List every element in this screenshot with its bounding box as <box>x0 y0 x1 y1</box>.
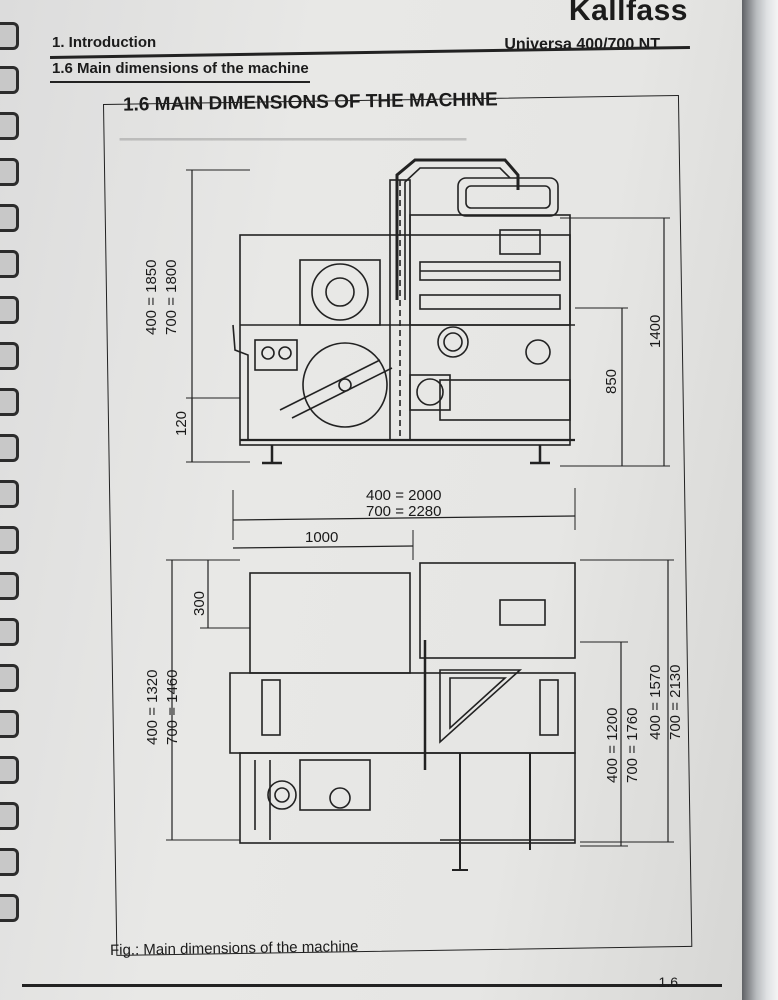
binding-ring <box>0 664 19 692</box>
chapter-heading: 1. Introduction <box>52 34 157 51</box>
dim-length-700: 700 = 2280 <box>366 503 442 520</box>
binding-ring <box>0 296 19 324</box>
footer-rule <box>22 984 722 987</box>
machine-drawing: 400 = 1850 700 = 1800 120 1400 850 400 =… <box>143 158 684 871</box>
binding-ring <box>0 526 19 554</box>
dim-table-height: 850 <box>603 369 620 394</box>
dim-length-part: 1000 <box>305 529 338 546</box>
binding-ring <box>0 894 19 922</box>
dim-length-400: 400 = 2000 <box>366 487 442 504</box>
binding-ring <box>0 710 19 738</box>
binding-ring <box>0 572 19 600</box>
binding-ring <box>0 112 19 140</box>
dim-height-left-400: 400 = 1850 <box>143 260 160 336</box>
dim-depth-left-700: 700 = 1460 <box>164 670 181 746</box>
binding-ring <box>0 480 19 508</box>
dim-depth-offset: 300 <box>191 591 208 616</box>
brand-logo: Kallfass <box>568 0 688 27</box>
page-stack-edge <box>742 0 778 1000</box>
binding-ring <box>0 756 19 784</box>
page-number: 1.6 <box>658 974 678 990</box>
binding-ring <box>0 848 19 876</box>
binding-ring <box>0 388 19 416</box>
dim-depth-right-400: 400 = 1570 <box>647 665 664 741</box>
section-rule <box>50 81 310 83</box>
manual-page: ▔▔▔▔▔▔▔▔▔▔▔▔▔▔▔▔▔▔▔▔▔▔▔▔▔▔▔▔▔▔ Kallfass … <box>0 0 748 1000</box>
binding-ring <box>0 66 19 94</box>
dim-depth-mid-700: 700 = 1760 <box>624 708 641 784</box>
binding-ring <box>0 342 19 370</box>
section-heading: 1.6 Main dimensions of the machine <box>52 60 309 77</box>
dim-depth-right-700: 700 = 2130 <box>667 665 684 741</box>
dim-height-right: 1400 <box>647 315 664 348</box>
show-through-texture: ▔▔▔▔▔▔▔▔▔▔▔▔▔▔▔▔▔▔▔▔▔▔▔▔▔▔▔▔▔▔ <box>120 139 467 156</box>
binding-ring <box>0 250 19 278</box>
dim-depth-mid-400: 400 = 1200 <box>604 708 621 784</box>
dim-height-left-700: 700 = 1800 <box>163 260 180 336</box>
binding-ring <box>0 618 19 646</box>
binding-ring <box>0 434 19 462</box>
dim-depth-left-400: 400 = 1320 <box>144 670 161 746</box>
dim-foot-height: 120 <box>173 411 190 436</box>
binding-ring <box>0 204 19 232</box>
binding-ring <box>0 22 19 50</box>
binding-ring <box>0 802 19 830</box>
binding-ring <box>0 158 19 186</box>
